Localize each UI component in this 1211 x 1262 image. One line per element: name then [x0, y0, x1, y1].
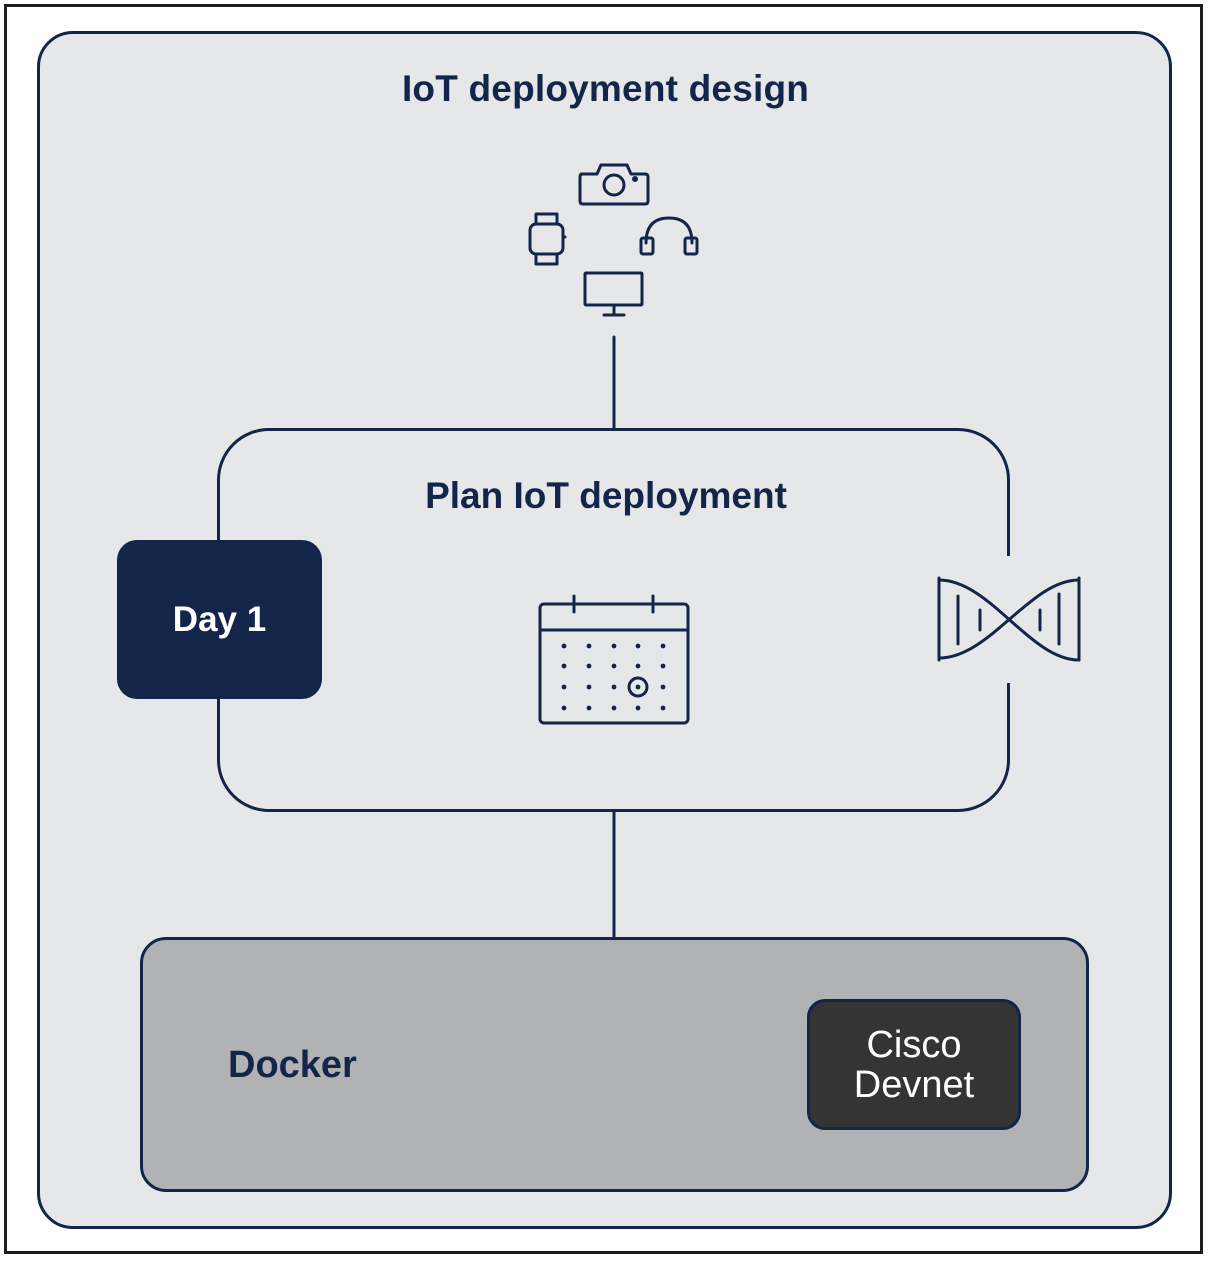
calendar-icon — [538, 594, 690, 725]
smartwatch-icon — [528, 212, 567, 266]
cisco-devnet-line2: Devnet — [853, 1063, 975, 1106]
calendar-dots — [561, 643, 666, 711]
plan-deployment-box — [217, 428, 1010, 812]
day-1-label: Day 1 — [172, 599, 267, 639]
cisco-devnet-box: Cisco Devnet — [807, 999, 1021, 1130]
dna-icon — [937, 576, 1081, 662]
docker-label: Docker — [228, 1044, 357, 1086]
headset-icon — [639, 216, 699, 256]
cisco-devnet-line1: Cisco — [866, 1023, 962, 1066]
camera-icon — [578, 163, 650, 206]
plan-deployment-title: Plan IoT deployment — [425, 475, 787, 516]
diagram-title: IoT deployment design — [401, 68, 810, 109]
day-1-badge: Day 1 — [117, 540, 322, 699]
monitor-icon — [583, 271, 644, 317]
